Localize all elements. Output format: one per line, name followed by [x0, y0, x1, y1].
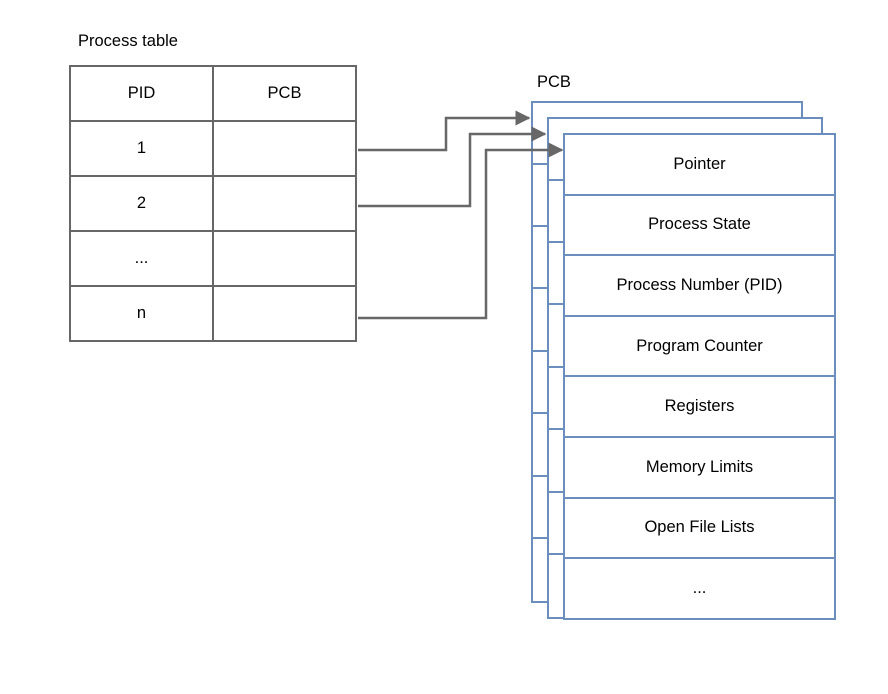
pid-cell: n: [69, 285, 214, 342]
pcb-title: PCB: [537, 73, 571, 91]
pid-cell: 2: [69, 175, 214, 232]
header-pid: PID: [69, 65, 214, 122]
pid-cell: 1: [69, 120, 214, 177]
pcb-field-open-file-lists: Open File Lists: [563, 496, 836, 560]
pcb-cell: [212, 120, 357, 177]
pcb-field-registers: Registers: [563, 375, 836, 438]
process-table-title: Process table: [78, 32, 178, 50]
arrow-row-1: [358, 110, 531, 152]
pcb-field-more: ...: [563, 557, 836, 620]
pcb-field-memory-limits: Memory Limits: [563, 435, 836, 499]
pcb-cell: [212, 285, 357, 342]
table-header-row: PID PCB: [69, 65, 357, 122]
pcb-cell: [212, 230, 357, 287]
header-pcb: PCB: [212, 65, 357, 122]
table-row: n: [69, 285, 357, 342]
table-row: 1: [69, 120, 357, 177]
pcb-front: Pointer Process State Process Number (PI…: [563, 133, 836, 620]
arrow-row-n: [358, 142, 564, 320]
pid-cell: ...: [69, 230, 214, 287]
stack-divider-ticks: [533, 163, 563, 555]
table-row: 2: [69, 175, 357, 232]
pcb-cell: [212, 175, 357, 232]
process-table: PID PCB 1 2 ... n: [69, 65, 357, 342]
pcb-field-pointer: Pointer: [563, 133, 836, 196]
arrow-row-2: [358, 126, 547, 208]
table-row: ...: [69, 230, 357, 287]
